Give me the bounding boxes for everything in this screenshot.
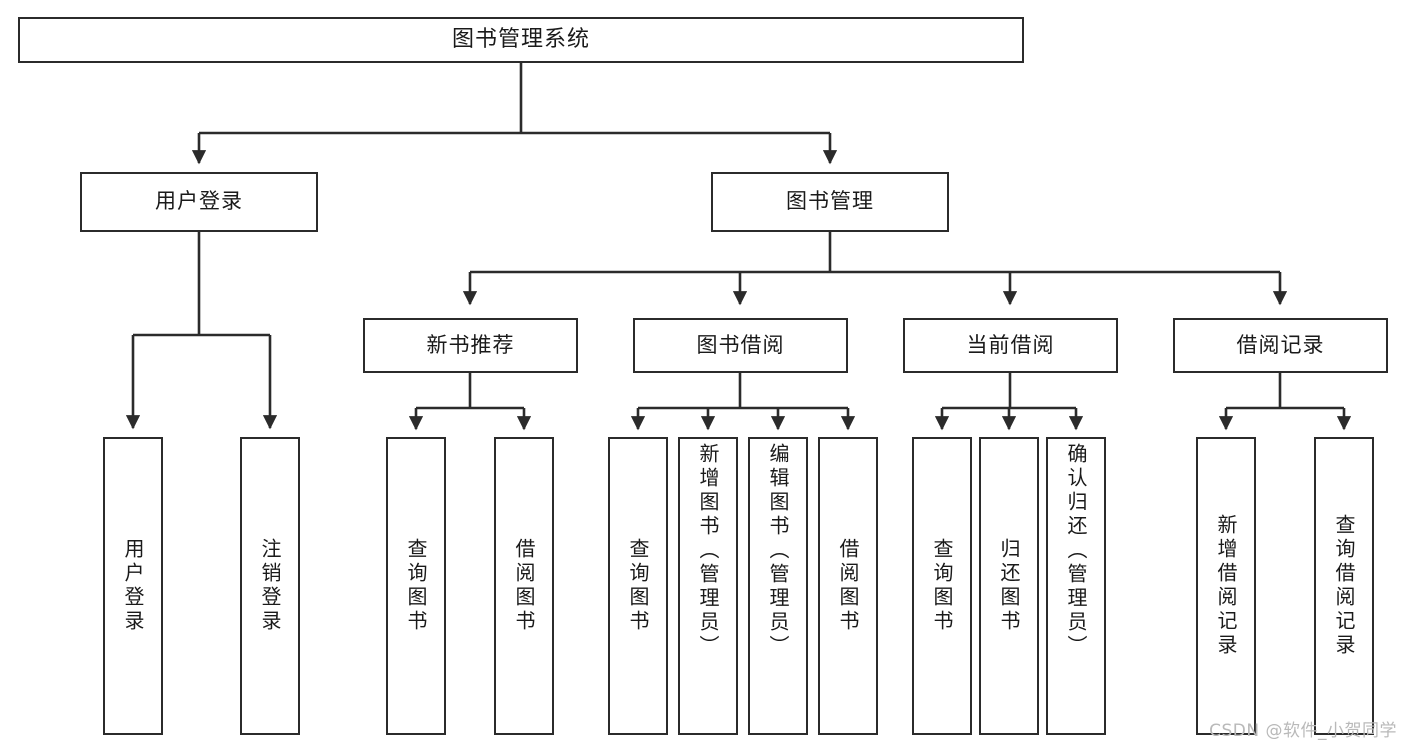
node-label: 当前借阅 xyxy=(966,332,1055,357)
node-label: 编辑图书（管理员） xyxy=(766,443,790,659)
node-label: 新增借阅记录 xyxy=(1214,514,1238,658)
leaf-text-wrap: 查询图书 xyxy=(610,439,666,733)
node-label: 新增图书（管理员） xyxy=(696,443,720,659)
node-label: 新书推荐 xyxy=(426,332,515,357)
node-label: 查询借阅记录 xyxy=(1332,514,1356,658)
leaf-text-wrap: 借阅图书 xyxy=(496,439,552,733)
node-leaf-user-login[interactable]: 用户登录 xyxy=(103,437,163,735)
leaf-text-wrap: 用户登录 xyxy=(105,439,161,733)
node-label: 注销登录 xyxy=(258,538,282,634)
node-leaf-query-book-borrow[interactable]: 查询图书 xyxy=(608,437,668,735)
node-label: 查询图书 xyxy=(404,538,428,634)
node-leaf-borrow-book[interactable]: 借阅图书 xyxy=(818,437,878,735)
node-root-book-management-system[interactable]: 图书管理系统 xyxy=(18,17,1024,63)
node-leaf-add-borrow-record[interactable]: 新增借阅记录 xyxy=(1196,437,1256,735)
node-leaf-borrow-book-recommend[interactable]: 借阅图书 xyxy=(494,437,554,735)
node-leaf-add-book-admin[interactable]: 新增图书（管理员） xyxy=(678,437,738,735)
node-label: 图书管理系统 xyxy=(451,26,590,52)
node-leaf-return-book[interactable]: 归还图书 xyxy=(979,437,1039,735)
node-label: 查询图书 xyxy=(930,538,954,634)
leaf-text-wrap: 借阅图书 xyxy=(820,439,876,733)
node-leaf-confirm-return-admin[interactable]: 确认归还（管理员） xyxy=(1046,437,1106,735)
node-label: 图书管理 xyxy=(786,189,874,214)
leaf-text-wrap: 查询借阅记录 xyxy=(1316,439,1372,733)
node-label: 用户登录 xyxy=(121,538,145,634)
leaf-text-wrap: 新增借阅记录 xyxy=(1198,439,1254,733)
node-borrow-record[interactable]: 借阅记录 xyxy=(1173,318,1388,373)
leaf-text-wrap: 查询图书 xyxy=(914,439,970,733)
node-label: 借阅图书 xyxy=(836,538,860,634)
leaf-text-wrap: 查询图书 xyxy=(388,439,444,733)
node-label: 借阅记录 xyxy=(1236,332,1325,357)
node-new-book-recommend[interactable]: 新书推荐 xyxy=(363,318,578,373)
leaf-text-wrap: 确认归还（管理员） xyxy=(1048,439,1104,737)
node-book-management[interactable]: 图书管理 xyxy=(711,172,949,232)
node-leaf-query-borrow-record[interactable]: 查询借阅记录 xyxy=(1314,437,1374,735)
node-label: 借阅图书 xyxy=(512,538,536,634)
leaf-text-wrap: 新增图书（管理员） xyxy=(680,439,736,737)
leaf-text-wrap: 编辑图书（管理员） xyxy=(750,439,806,737)
node-leaf-query-book-recommend[interactable]: 查询图书 xyxy=(386,437,446,735)
csdn-watermark: CSDN @软件_小贺同学 xyxy=(1209,721,1397,741)
node-leaf-logout[interactable]: 注销登录 xyxy=(240,437,300,735)
node-leaf-edit-book-admin[interactable]: 编辑图书（管理员） xyxy=(748,437,808,735)
node-label: 确认归还（管理员） xyxy=(1064,443,1088,659)
node-book-borrow[interactable]: 图书借阅 xyxy=(633,318,848,373)
node-user-login[interactable]: 用户登录 xyxy=(80,172,318,232)
node-label: 归还图书 xyxy=(997,538,1021,634)
node-current-borrow[interactable]: 当前借阅 xyxy=(903,318,1118,373)
leaf-text-wrap: 归还图书 xyxy=(981,439,1037,733)
node-label: 用户登录 xyxy=(155,189,243,214)
node-label: 图书借阅 xyxy=(696,332,785,357)
node-label: 查询图书 xyxy=(626,538,650,634)
node-leaf-query-book-current[interactable]: 查询图书 xyxy=(912,437,972,735)
leaf-text-wrap: 注销登录 xyxy=(242,439,298,733)
